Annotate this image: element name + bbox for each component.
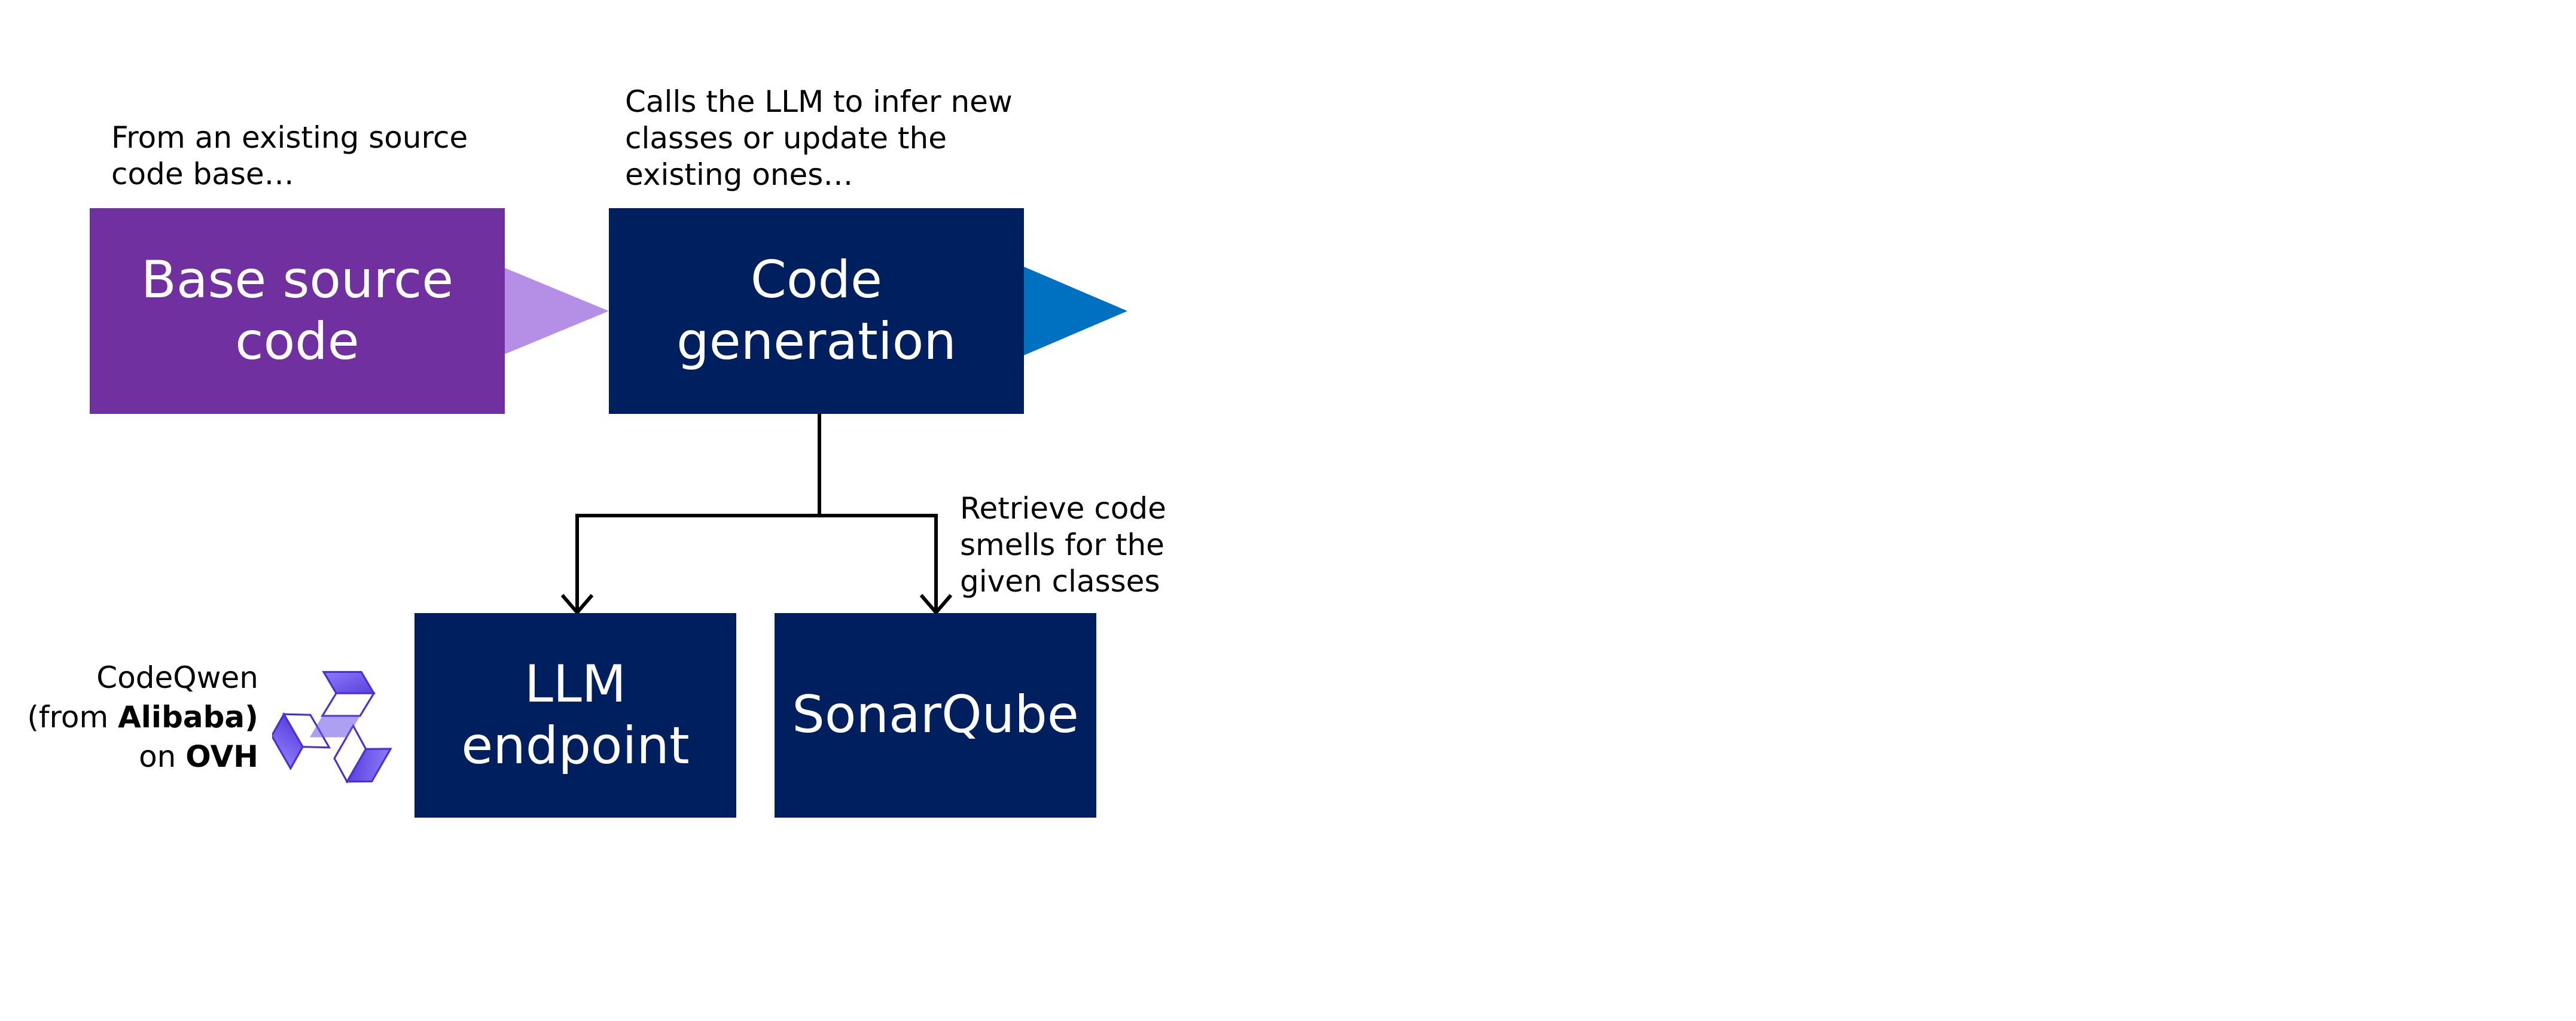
provider-host: OVH bbox=[185, 739, 258, 774]
sonarqube-box: SonarQube bbox=[775, 613, 1096, 818]
qwen-logo-icon bbox=[272, 670, 392, 793]
provider-host-line: on OVH bbox=[27, 737, 258, 776]
provider-host-prefix: on bbox=[139, 739, 186, 774]
provider-from-suffix: ) bbox=[245, 700, 258, 734]
llm-provider-caption: CodeQwen (from Alibaba) on OVH bbox=[27, 658, 258, 776]
llm-arrowhead bbox=[560, 594, 594, 615]
base-to-codegen-arrow bbox=[505, 268, 609, 354]
provider-model-name: CodeQwen bbox=[96, 660, 258, 695]
provider-company: Alibaba bbox=[118, 700, 245, 734]
base-source-code-label: Base source code bbox=[141, 249, 454, 371]
base-note: From an existing source code base… bbox=[111, 120, 468, 191]
llm-endpoint-box: LLM endpoint bbox=[414, 613, 736, 818]
llm-endpoint-label: LLM endpoint bbox=[461, 654, 690, 776]
code-generation-label: Code generation bbox=[676, 249, 956, 371]
provider-from-prefix: (from bbox=[27, 700, 118, 734]
sonarqube-label: SonarQube bbox=[792, 685, 1079, 745]
sonar-arrowhead bbox=[919, 594, 953, 615]
sonar-note: Retrieve code smells for the given class… bbox=[960, 491, 1166, 599]
provider-company-line: (from Alibaba) bbox=[27, 697, 258, 737]
codegen-output-arrow bbox=[1024, 267, 1127, 355]
base-source-code-box: Base source code bbox=[90, 208, 505, 414]
code-generation-box: Code generation bbox=[609, 208, 1024, 414]
codegen-note: Calls the LLM to infer new classes or up… bbox=[625, 84, 1013, 192]
